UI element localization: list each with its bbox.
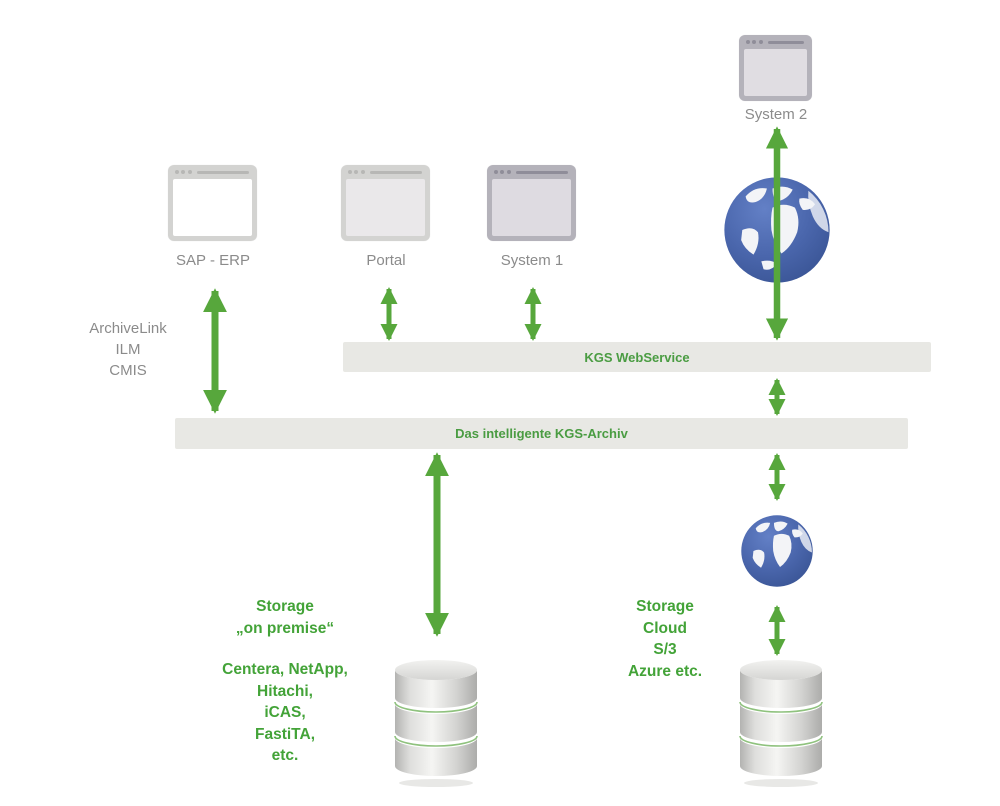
window-chrome (341, 165, 430, 179)
storage-vendor-line: iCAS, (264, 704, 306, 721)
window-dot-icon (500, 170, 504, 174)
storage-vendor-line: Hitachi, (257, 682, 313, 700)
window-addressbar-icon (515, 170, 568, 174)
cloud-globe-icon (741, 515, 813, 587)
storage-title-line: Storage (256, 598, 314, 615)
cloud-database-icon (739, 660, 823, 787)
storage-cloud-text: Storage Cloud S/3 Azure etc. (590, 596, 740, 682)
kgs-archiv-bar: Das intelligente KGS-Archiv (175, 418, 908, 449)
on-premise-database-icon (394, 660, 478, 787)
sap-erp-label: SAP - ERP (176, 252, 250, 269)
window-body (744, 49, 807, 96)
storage-vendor-line: Centera, NetApp, (222, 661, 348, 678)
storage-cloud-line: Cloud (643, 619, 687, 637)
window-dot-icon (360, 170, 365, 174)
window-dot-icon (347, 170, 352, 174)
window-dot-icon (187, 170, 192, 174)
window-dot-icon (493, 170, 498, 174)
system2-label: System 2 (744, 106, 808, 123)
protocols-text: ArchiveLink ILM CMIS (72, 318, 184, 381)
protocol-line: CMIS (109, 362, 147, 379)
window-addressbar-icon (196, 170, 249, 174)
storage-cloud-line: Storage (636, 598, 694, 615)
sap-erp-window-icon (168, 165, 257, 241)
kgs-archiv-bar-label: Das intelligente KGS-Archiv (455, 426, 628, 441)
spacer (195, 639, 375, 659)
protocol-line: ILM (115, 341, 141, 358)
storage-vendor-line: FastiTA, (255, 725, 315, 743)
window-chrome (487, 165, 576, 179)
window-body (346, 179, 425, 236)
system2-window-icon (739, 35, 812, 101)
protocol-line: ArchiveLink (89, 320, 167, 337)
window-dot-icon (181, 170, 185, 174)
system1-label: System 1 (500, 252, 564, 269)
kgs-webservice-bar: KGS WebService (343, 342, 931, 372)
window-dot-icon (752, 40, 756, 44)
window-addressbar-icon (767, 40, 804, 44)
window-dot-icon (174, 170, 179, 174)
system1-window-icon (487, 165, 576, 241)
window-chrome (739, 35, 812, 49)
window-dot-icon (758, 40, 763, 44)
portal-window-icon (341, 165, 430, 241)
storage-cloud-line: Azure etc. (627, 662, 703, 680)
window-dot-icon (354, 170, 358, 174)
storage-cloud-line: S/3 (653, 641, 677, 658)
storage-title-line: „on premise“ (235, 619, 335, 637)
storage-vendor-line: etc. (271, 747, 299, 764)
window-addressbar-icon (369, 170, 422, 174)
window-dot-icon (506, 170, 511, 174)
window-dot-icon (745, 40, 750, 44)
window-chrome (168, 165, 257, 179)
kgs-webservice-bar-label: KGS WebService (584, 349, 690, 365)
storage-on-premise-text: Storage „on premise“ Centera, NetApp, Hi… (195, 596, 375, 767)
portal-label: Portal (366, 252, 406, 269)
internet-globe-icon (724, 177, 830, 283)
window-body (492, 179, 571, 236)
window-body (173, 179, 252, 236)
